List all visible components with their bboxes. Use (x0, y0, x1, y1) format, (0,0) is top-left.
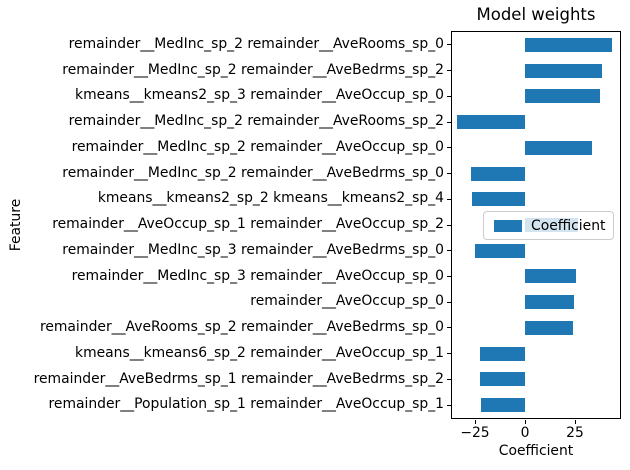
coefficient-bar (480, 346, 525, 361)
xtick-label: 0 (520, 425, 530, 441)
ytick-label: remainder__MedInc_sp_2 remainder__AveRoo… (68, 36, 444, 52)
ytick-label: remainder__AveOccup_sp_0 (250, 293, 444, 310)
y-tick-mark (447, 353, 451, 355)
ytick-label: remainder__Population_sp_1 remainder__Av… (48, 396, 445, 413)
coefficient-bar (481, 398, 525, 413)
y-tick-mark (447, 198, 451, 200)
coefficient-bar (475, 243, 525, 258)
coefficient-bar (525, 63, 602, 78)
xtick-label: −25 (460, 425, 490, 441)
coefficient-bar (525, 295, 575, 310)
ytick-label: kmeans__kmeans2_sp_2 kmeans__kmeans2_sp_… (97, 190, 444, 207)
ytick-label: kmeans__kmeans6_sp_2 remainder__AveOccup… (75, 344, 444, 361)
ytick-label: remainder__AveOccup_sp_1 remainder__AveO… (52, 216, 444, 233)
legend: Coefficient (483, 211, 614, 240)
x-tick-mark (574, 420, 576, 424)
legend-swatch (494, 219, 522, 232)
y-tick-mark (447, 121, 451, 123)
y-tick-mark (447, 250, 451, 252)
coefficient-bar (525, 140, 592, 155)
y-tick-mark (447, 275, 451, 277)
y-tick-mark (447, 173, 451, 175)
y-tick-mark (447, 301, 451, 303)
y-tick-mark (447, 44, 451, 46)
x-tick-mark (524, 420, 526, 424)
xtick-label: 25 (566, 425, 584, 441)
coefficient-bar (480, 372, 525, 387)
ytick-label: remainder__MedInc_sp_2 remainder__AveBed… (62, 164, 444, 181)
ytick-label: remainder__MedInc_sp_2 remainder__AveRoo… (68, 113, 444, 130)
y-tick-mark (447, 95, 451, 97)
ytick-label: remainder__AveRooms_sp_2 remainder__AveB… (39, 319, 444, 336)
x-axis-label: Coefficient (498, 443, 574, 459)
coefficient-bar (525, 89, 600, 104)
y-tick-mark (447, 327, 451, 329)
ytick-label: remainder__MedInc_sp_2 remainder__AveOcc… (71, 138, 444, 155)
y-tick-mark (447, 404, 451, 406)
y-tick-mark (447, 378, 451, 380)
coefficient-bar (525, 320, 574, 335)
coefficient-bar (525, 269, 577, 284)
coefficient-bar (472, 192, 525, 207)
coefficient-bar (525, 37, 613, 52)
coefficient-bar (471, 166, 525, 181)
coefficient-bar (457, 115, 525, 130)
legend-label: Coefficient (531, 217, 606, 234)
y-tick-mark (447, 70, 451, 72)
ytick-label: remainder__AveBedrms_sp_1 remainder__Ave… (33, 370, 444, 387)
ytick-label: kmeans__kmeans2_sp_3 remainder__AveOccup… (75, 87, 444, 104)
ytick-label: remainder__MedInc_sp_3 remainder__AveOcc… (71, 267, 444, 284)
ytick-label: remainder__MedInc_sp_2 remainder__AveBed… (62, 61, 444, 78)
x-tick-mark (474, 420, 476, 424)
chart-title: Model weights (476, 5, 596, 24)
y-tick-mark (447, 147, 451, 149)
ytick-label: remainder__MedInc_sp_3 remainder__AveBed… (62, 241, 444, 258)
y-tick-mark (447, 224, 451, 226)
